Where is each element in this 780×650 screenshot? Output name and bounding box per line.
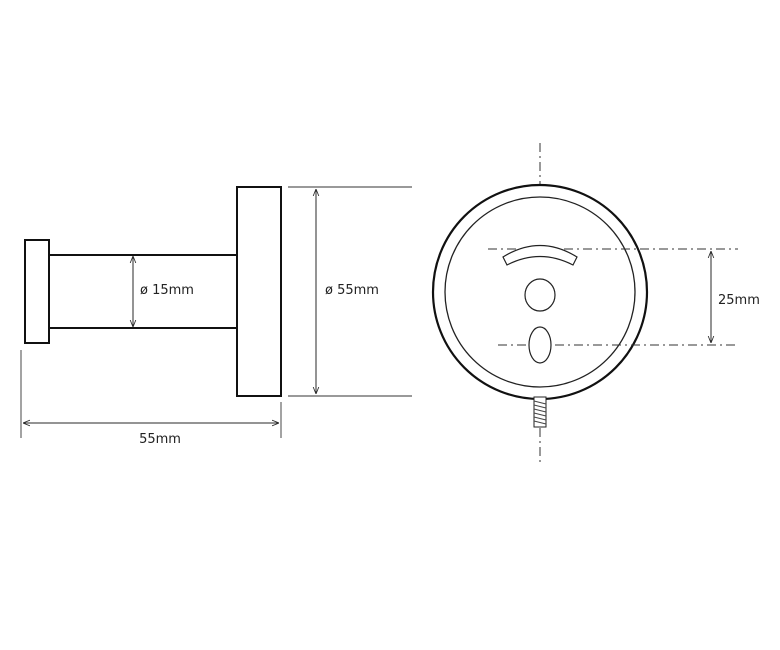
base-diameter-label: ø 55mm xyxy=(325,283,379,298)
front-view: 25mm xyxy=(431,143,760,464)
side-view: ø 15mm ø 55mm 55mm xyxy=(20,186,412,447)
base-plate xyxy=(236,186,282,397)
shaft-diameter-label: ø 15mm xyxy=(140,283,194,298)
lower-slot xyxy=(528,326,552,364)
inner-rim xyxy=(444,196,636,388)
mounting-distance-label: 25mm xyxy=(718,293,760,308)
end-cap xyxy=(24,239,50,344)
shaft xyxy=(48,254,238,329)
set-screw xyxy=(533,396,547,428)
center-hole xyxy=(524,278,556,312)
curved-slot xyxy=(502,244,578,266)
length-label: 55mm xyxy=(139,432,181,447)
